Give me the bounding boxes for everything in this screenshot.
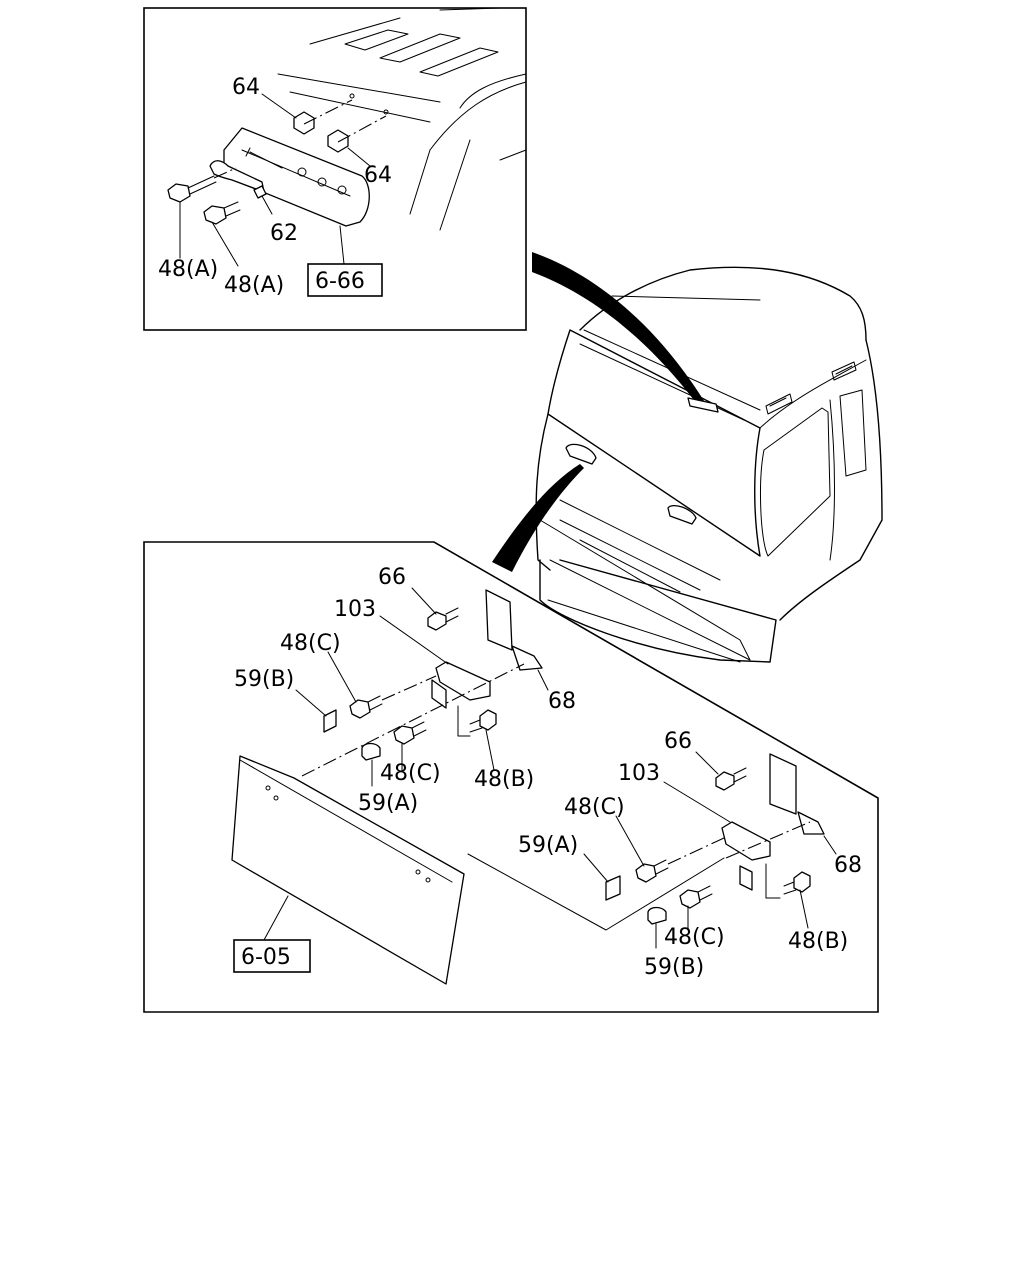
label-66-right: 66: [664, 729, 692, 754]
bottom-inset: 66 103 48(C) 59(B) 68 48(C) 48(B) 59(A) …: [143, 541, 879, 1013]
front-grille-panel: [231, 755, 465, 985]
nut-64-lower: [327, 115, 387, 153]
nut-64-upper: [293, 99, 353, 135]
label-48c-right-low: 48(C): [664, 925, 725, 950]
label-66-left: 66: [378, 565, 406, 590]
label-48b-right: 48(B): [788, 929, 848, 954]
handle-mount-plate: [223, 127, 370, 227]
divider-line: [467, 853, 725, 931]
label-59b-left: 59(B): [234, 667, 294, 692]
label-59a-right: 59(A): [518, 833, 578, 858]
truck-cab-drawing: [535, 266, 883, 663]
label-103-right: 103: [618, 761, 660, 786]
label-103-left: 103: [334, 597, 376, 622]
bolt-48a-upper: [167, 167, 237, 203]
ref-box-6-66: [307, 263, 383, 297]
label-68-left: 68: [548, 689, 576, 714]
top-inset-leaders: [179, 93, 371, 267]
ref-box-6-05: [233, 939, 311, 973]
label-64-lower: 64: [364, 163, 392, 188]
label-48a-left: 48(A): [158, 257, 218, 282]
left-bracket-assembly: [301, 589, 543, 777]
bottom-inset-leaders: [263, 587, 837, 949]
top-inset: 64 64 62 48(A) 48(A) 6-66: [143, 7, 527, 331]
label-48c-left-top: 48(C): [280, 631, 341, 656]
right-bracket-assembly: [605, 753, 825, 925]
label-59a-left: 59(A): [358, 791, 418, 816]
pointer-to-front-handles: [492, 464, 584, 572]
label-48c-left-mid: 48(C): [380, 761, 441, 786]
label-62: 62: [270, 221, 298, 246]
label-48c-right-top: 48(C): [564, 795, 625, 820]
bottom-inset-frame: [143, 541, 879, 1013]
top-inset-frame: [143, 7, 527, 331]
label-68-right: 68: [834, 853, 862, 878]
label-64-upper: 64: [232, 75, 260, 100]
label-48a-right: 48(A): [224, 273, 284, 298]
label-48b-left: 48(B): [474, 767, 534, 792]
pointer-to-roof-handle: [532, 252, 706, 408]
ref-label-6-66: 6-66: [315, 269, 365, 294]
ref-label-6-05: 6-05: [241, 945, 291, 970]
bolt-48a-lower: [203, 201, 241, 225]
spacer-62: [253, 185, 267, 199]
roof-panel-drawing: [277, 7, 527, 231]
label-59b-right: 59(B): [644, 955, 704, 980]
